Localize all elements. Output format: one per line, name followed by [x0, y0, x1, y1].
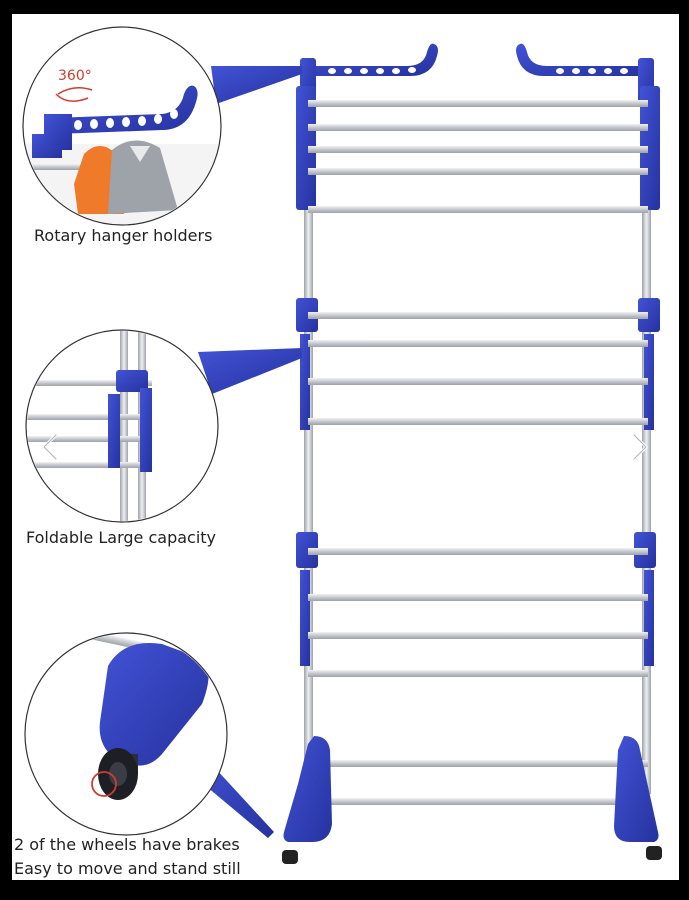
- caption-wheels: 2 of the wheels have brakes Easy to move…: [14, 833, 241, 880]
- caption-rotary-hanger: Rotary hanger holders: [34, 226, 213, 245]
- hanger-holder-right: [516, 43, 654, 106]
- chevron-right-icon: [632, 433, 649, 461]
- callout-wheels: [24, 632, 274, 838]
- watermark-logo: [465, 853, 661, 875]
- callout-foldable: [25, 329, 302, 523]
- grey-shirt-illustration: [108, 140, 178, 214]
- rack-base: [282, 736, 662, 864]
- caption-foldable: Foldable Large capacity: [26, 528, 217, 547]
- upright-right: [642, 104, 651, 794]
- rack: [282, 43, 662, 864]
- brake-highlight-icon: [91, 771, 117, 797]
- caption-wheels-line1: 2 of the wheels have brakes: [14, 835, 240, 854]
- gallery-prev-button[interactable]: [36, 427, 66, 467]
- gallery-next-button[interactable]: [624, 427, 654, 467]
- rotation-badge: 360°: [58, 68, 92, 84]
- tier-2: [296, 298, 660, 430]
- tier-3: [296, 532, 656, 677]
- chevron-left-icon: [41, 433, 58, 461]
- callout-rotary: 360°: [22, 26, 302, 226]
- product-image: 360°: [12, 14, 679, 880]
- tier-1: [296, 86, 660, 213]
- upright-left: [304, 104, 313, 794]
- rotation-arrow-icon: [57, 87, 93, 95]
- drying-rack-illustration: 360°: [22, 26, 662, 864]
- hanger-holder-left: [300, 43, 438, 106]
- caption-wheels-line2: Easy to move and stand still: [14, 859, 241, 878]
